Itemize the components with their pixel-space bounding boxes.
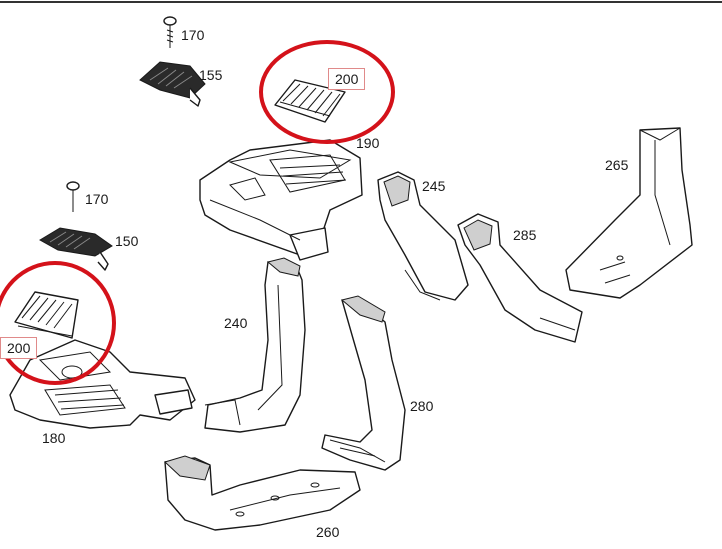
label-280: 280 — [410, 398, 434, 414]
highlight-circle-left — [0, 261, 116, 385]
label-245: 245 — [422, 178, 446, 194]
vent-grille-200-left — [14, 291, 79, 339]
label-285: 285 — [513, 227, 537, 243]
duct-280 — [321, 295, 406, 471]
vent-grille-200-top — [274, 79, 346, 123]
label-150: 150 — [115, 233, 139, 249]
label-200-left: 200 — [0, 337, 38, 359]
duct-265 — [565, 127, 693, 299]
label-265: 265 — [605, 157, 629, 173]
housing-190 — [199, 139, 363, 261]
label-155: 155 — [199, 67, 223, 83]
label-260: 260 — [316, 524, 340, 540]
label-240: 240 — [224, 315, 248, 331]
label-170-mid: 170 — [85, 191, 109, 207]
vent-grille-150 — [39, 227, 113, 271]
highlight-circle-top — [259, 40, 395, 144]
housing-180 — [9, 339, 196, 429]
duct-240 — [204, 257, 306, 433]
screw-170-top — [163, 16, 177, 48]
label-190: 190 — [356, 135, 380, 151]
duct-245 — [377, 171, 469, 301]
screw-170-mid — [66, 181, 80, 212]
label-170-top: 170 — [181, 27, 205, 43]
duct-260 — [164, 455, 361, 531]
duct-285 — [457, 213, 583, 343]
label-180: 180 — [42, 430, 66, 446]
vent-grille-155 — [139, 61, 206, 107]
label-200-top: 200 — [328, 68, 366, 90]
